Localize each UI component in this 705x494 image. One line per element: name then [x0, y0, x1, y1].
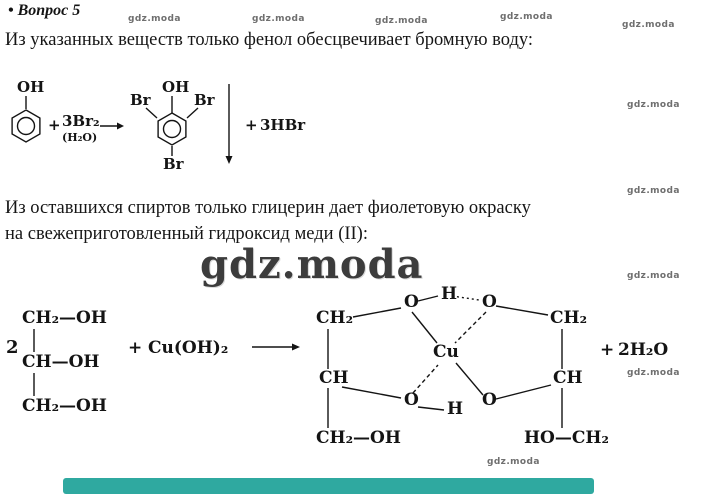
condition-label: (H₂O) [62, 131, 97, 144]
complex-right-ch2: CH₂ [550, 308, 587, 328]
br-right-label: Br [194, 91, 216, 109]
arrow-head [292, 343, 300, 351]
complex-cu: Cu [433, 342, 459, 362]
bromine-label: 3Br₂ [62, 112, 100, 130]
paragraph-2-line-2: на свежеприготовленный гидроксид меди (I… [5, 224, 368, 244]
glycerol-row1: CH₂—OH [22, 308, 107, 328]
br-left-label: Br [130, 91, 152, 109]
watermark: gdz.moda [627, 368, 680, 378]
reaction-1-figure: OH + 3Br₂ (H₂O) OH Br Br Br + [11, 78, 306, 173]
watermark: gdz.moda [128, 14, 181, 24]
complex-o-bottom-left: O [404, 390, 419, 410]
watermark: gdz.moda [627, 186, 680, 196]
watermark: gdz.moda [622, 20, 675, 30]
plus-sign: + [245, 116, 258, 134]
bond-line [186, 107, 199, 119]
arrow-head [117, 122, 124, 130]
paragraph-1: Из указанных веществ только фенол обесцв… [5, 30, 534, 50]
plus-sign: + [48, 116, 61, 134]
phenol-oh-label: OH [17, 78, 44, 96]
coefficient-label: 2 [6, 337, 19, 358]
complex-h-top: H [441, 285, 457, 304]
complex-left-ch: CH [319, 368, 349, 388]
phenol-structure: OH [11, 78, 44, 143]
paragraph-2-line-1: Из оставшихся спиртов только глицерин да… [5, 198, 531, 218]
bond-line [455, 362, 484, 396]
product-oh-label: OH [162, 78, 189, 96]
complex-o-top-right: O [482, 292, 497, 312]
complex-right-ch: CH [553, 368, 583, 388]
copper-complex-structure: CH₂ CH CH₂—OH O H O Cu O H O CH₂ CH HO—C… [316, 285, 609, 448]
aromatic-circle [162, 119, 182, 139]
watermark: gdz.moda [627, 100, 680, 110]
complex-h-bottom: H [447, 399, 463, 419]
bond-line [495, 305, 549, 316]
arrow-head [225, 156, 233, 164]
benzene-ring [157, 112, 187, 146]
copper-hydroxide-label: Cu(OH)₂ [148, 338, 228, 358]
watermark: gdz.moda [252, 14, 305, 24]
watermark: gdz.moda [627, 271, 680, 281]
page-title: • Вопрос 5 [8, 2, 81, 19]
bond-line [417, 295, 439, 302]
precipitate-arrow [225, 84, 233, 164]
complex-left-ch2: CH₂ [316, 308, 353, 328]
accent-bar [63, 478, 594, 494]
complex-o-top-left: O [404, 292, 419, 312]
plus-sign: + [128, 338, 142, 358]
benzene-ring [11, 109, 41, 143]
glycerol-structure: CH₂—OH CH—OH CH₂—OH [22, 308, 107, 416]
bond-line [495, 384, 552, 400]
bond-line [352, 307, 402, 318]
watermark: gdz.moda [500, 12, 553, 22]
complex-o-bottom-right: O [482, 390, 497, 410]
bond-line [417, 406, 445, 411]
glycerol-row2: CH—OH [22, 352, 99, 372]
hbr-label: 3HBr [260, 116, 306, 134]
complex-right-hoch2: HO—CH₂ [524, 428, 609, 448]
reaction-arrow [252, 343, 300, 351]
coordinate-bond-line [412, 364, 439, 394]
complex-left-ch2oh: CH₂—OH [316, 428, 401, 448]
big-watermark: gdz.moda [200, 241, 424, 288]
br-bottom-label: Br [163, 155, 185, 173]
bond-line [341, 386, 402, 399]
glycerol-row3: CH₂—OH [22, 396, 107, 416]
plus-sign: + [600, 340, 614, 360]
water-label: 2H₂O [618, 340, 668, 360]
coordinate-bond-line [454, 311, 487, 344]
aromatic-circle [16, 116, 36, 136]
reaction-arrow [100, 122, 124, 130]
watermark: gdz.moda [487, 457, 540, 467]
tribromophenol-structure: OH Br Br Br [130, 78, 216, 173]
accent-bar-rect [63, 478, 594, 494]
bond-line [145, 107, 158, 119]
reaction-2-figure: 2 CH₂—OH CH—OH CH₂—OH + Cu(OH)₂ CH₂ CH C… [6, 285, 668, 448]
watermark: gdz.moda [375, 16, 428, 26]
bond-line [411, 311, 438, 344]
